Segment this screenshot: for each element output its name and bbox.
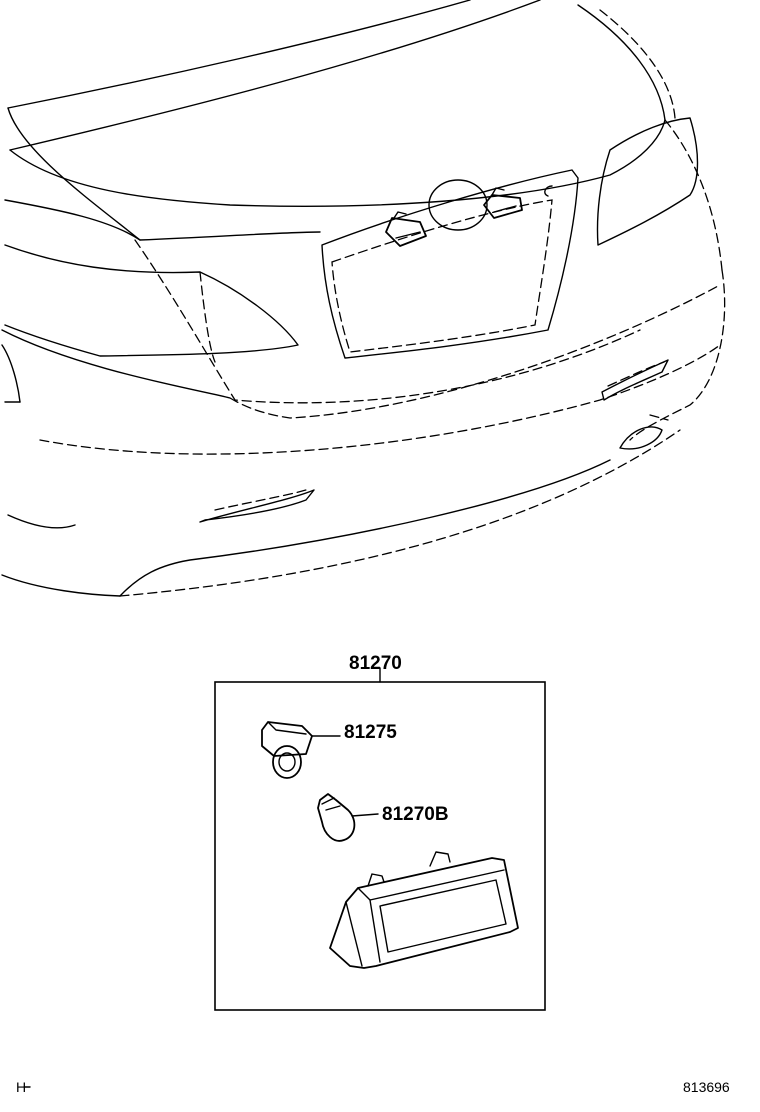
car-rear-illustration xyxy=(1,0,726,597)
lamp-housing-illustration xyxy=(329,851,519,969)
socket-part-illustration xyxy=(261,721,341,779)
footer-left-code: H xyxy=(16,1079,26,1095)
socket-part-number: 81275 xyxy=(344,722,397,743)
license-lamp-left-on-car xyxy=(385,211,427,247)
bulb-part-illustration xyxy=(317,793,379,842)
license-lamp-right-on-car xyxy=(483,187,523,219)
figure-code: 813696 xyxy=(683,1079,730,1095)
assembly-box xyxy=(214,667,546,1011)
assembly-part-number: 81270 xyxy=(349,653,402,674)
bulb-part-number: 81270B xyxy=(382,804,449,825)
